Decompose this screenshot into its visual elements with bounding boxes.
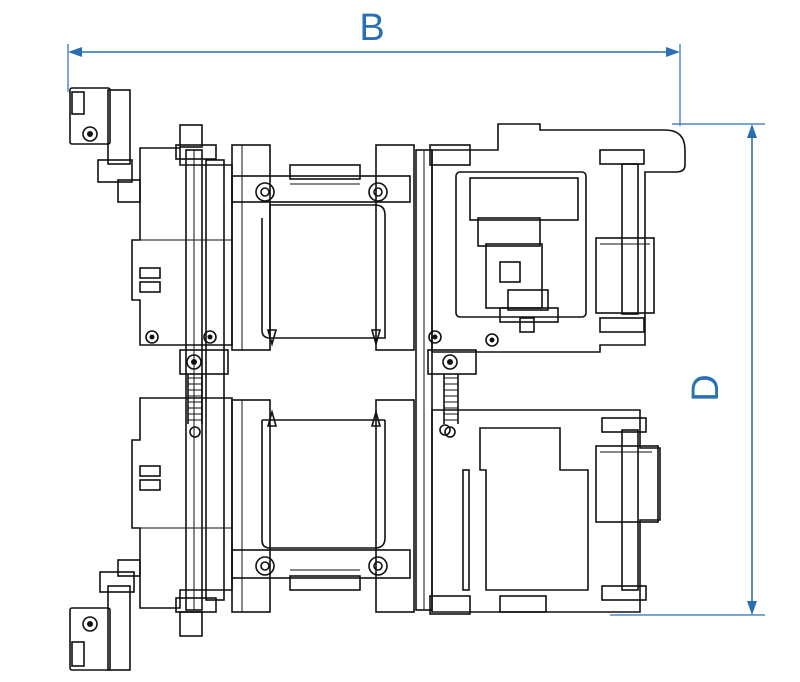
spring-right [427,349,477,438]
right-upper-housing [431,123,686,353]
clamp-bottom-left [69,559,141,671]
left-rails [175,124,271,637]
right-lower-housing [431,409,661,613]
dimension-d: D [610,123,765,616]
dimension-d-label: D [685,374,727,401]
machine-outline [69,87,686,671]
dimension-b: B [67,7,681,126]
dimension-b-label: B [359,7,384,49]
clamp-top-left [69,87,141,203]
center-bottom-bar [231,549,411,591]
center-top-bar [231,164,411,203]
right-rails [375,144,471,615]
spring-left [179,349,229,438]
